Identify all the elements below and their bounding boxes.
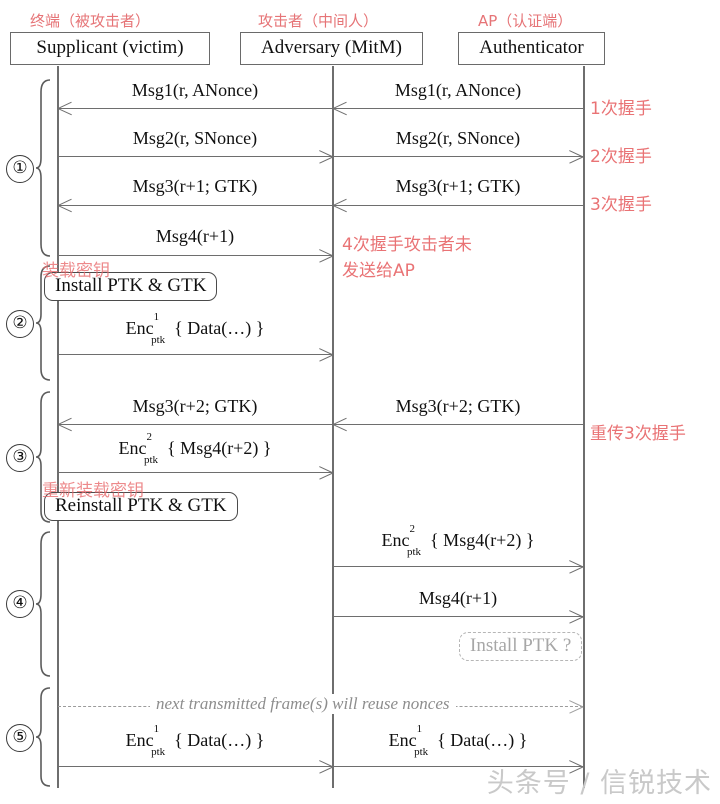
watermark: 头条号 / 信锐技术 [486,768,712,799]
enc-term: Enc1ptk [125,723,166,758]
message-label-enc1-data-a: Enc1ptk{ Data(…) } [125,311,265,346]
phase-number-1: ① [6,155,34,183]
message-arrow-enc2-msg4-a [58,472,333,474]
message-label-reuse-nonces: next transmitted frame(s) will reuse non… [150,694,456,714]
lifeline-adversary [332,66,334,788]
enc-term: Enc1ptk [125,311,166,346]
lifeline-supplicant [57,66,59,788]
actor-cn-label-supplicant: 终端（被攻击者） [30,12,151,30]
message-label-msg2-left: Msg2(r, SNonce) [132,128,258,148]
phase-number-5: ⑤ [6,724,34,752]
message-arrow-msg2-right [333,156,583,158]
message-label-msg1-right: Msg1(r, ANonce) [394,80,522,100]
annotation-retransmit-handshake-3: 重传3次握手 [590,424,686,444]
enc-term: Enc1ptk [388,723,429,758]
message-arrow-msg4-r1-right [333,616,583,618]
message-label-msg3-r2-right: Msg3(r+2; GTK) [395,396,521,416]
actor-box-authenticator[interactable]: Authenticator [458,32,605,65]
phase-brace-5 [35,686,52,788]
message-label-msg4-r1-right: Msg4(r+1) [418,588,498,608]
message-arrow-msg3-r2-right [333,424,583,426]
annotation-handshake-3: 3次握手 [590,195,652,215]
message-arrow-enc1-data-c [333,766,583,768]
message-label-msg3-left: Msg3(r+1; GTK) [132,176,258,196]
message-label-enc2-msg4-b: Enc2ptk{ Msg4(r+2) } [381,523,535,558]
enc-term: Enc2ptk [381,523,422,558]
phase-brace-3 [35,390,52,524]
state-box-reinstall-ptk-gtk[interactable]: Reinstall PTK & GTK [44,492,238,521]
message-arrow-msg2-left [58,156,333,158]
message-label-enc1-data-b: Enc1ptk{ Data(…) } [125,723,265,758]
phase-number-2: ② [6,310,34,338]
message-arrow-enc1-data-a [58,354,333,356]
message-label-msg3-right: Msg3(r+1; GTK) [395,176,521,196]
message-arrow-msg3-r2-left [58,424,333,426]
state-box-install-ptk-gtk[interactable]: Install PTK & GTK [44,272,218,301]
message-arrow-enc1-data-b [58,766,333,768]
annotation-handshake-1: 1次握手 [590,99,652,119]
phase-number-3: ③ [6,444,34,472]
actor-cn-label-authenticator: AP（认证端） [478,12,573,30]
phase-brace-1 [35,78,52,258]
annotation-handshake-2: 2次握手 [590,147,652,167]
message-label-enc2-msg4-a: Enc2ptk{ Msg4(r+2) } [118,431,272,466]
annotation-install-key: 装载密钥 [42,261,110,281]
actor-cn-label-adversary: 攻击者（中间人） [258,12,379,30]
enc-term: Enc2ptk [118,431,159,466]
message-label-msg2-right: Msg2(r, SNonce) [395,128,521,148]
message-arrow-msg3-right [333,205,583,207]
phase-number-4: ④ [6,590,34,618]
message-label-msg3-r2-left: Msg3(r+2; GTK) [132,396,258,416]
message-label-msg1-left: Msg1(r, ANonce) [131,80,259,100]
phase-brace-2 [35,264,52,382]
message-arrow-msg3-left [58,205,333,207]
actor-box-supplicant[interactable]: Supplicant (victim) [10,32,210,65]
message-arrow-enc2-msg4-b [333,566,583,568]
message-label-enc1-data-c: Enc1ptk{ Data(…) } [388,723,528,758]
message-arrow-msg1-left [58,108,333,110]
message-label-msg4-left: Msg4(r+1) [155,226,235,246]
annotation-reinstall-key: 重新装载密钥 [42,481,144,501]
state-box-install-ptk-question[interactable]: Install PTK ? [459,632,583,661]
annotation-handshake-4-line1: 4次握手攻击者未 [342,235,472,255]
message-arrow-msg4-left [58,255,333,257]
lifeline-authenticator [583,66,585,788]
message-arrow-msg1-right [333,108,583,110]
actor-box-adversary[interactable]: Adversary (MitM) [240,32,423,65]
annotation-handshake-4-line2: 发送给AP [342,261,415,281]
phase-brace-4 [35,530,52,678]
